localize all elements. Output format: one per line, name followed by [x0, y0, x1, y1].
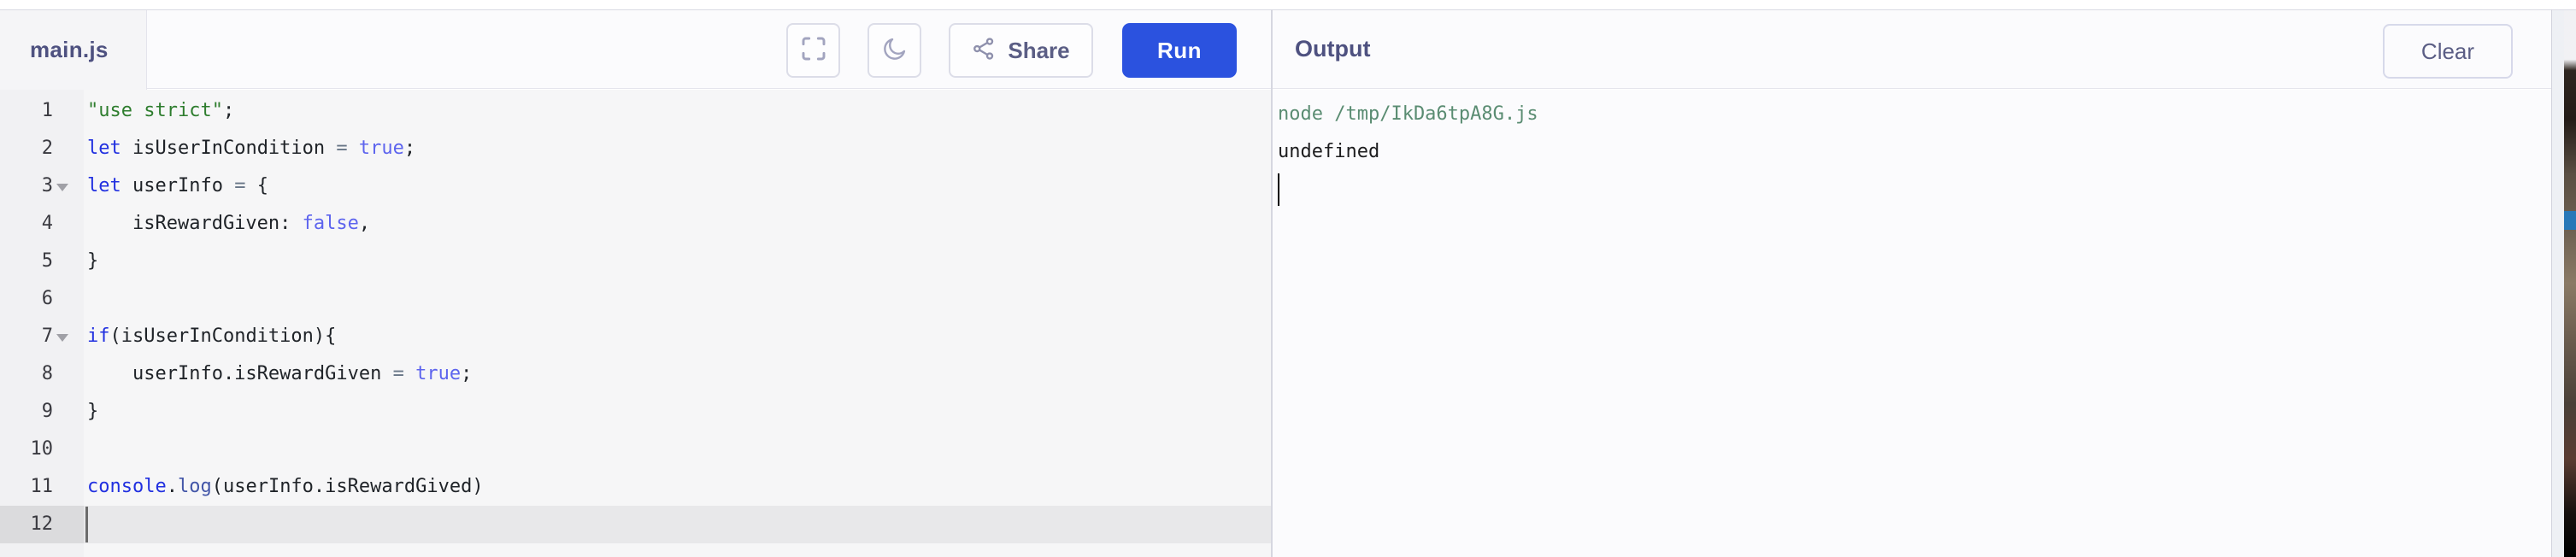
output-line-command: node /tmp/IkDa6tpA8G.js: [1278, 103, 1538, 125]
line-number[interactable]: 12: [0, 506, 84, 543]
dark-mode-moon-icon: [881, 35, 909, 67]
share-icon: [972, 36, 997, 66]
share-button-label: Share: [1008, 37, 1070, 63]
line-number[interactable]: 3: [41, 175, 53, 196]
code-line-2[interactable]: 2 let isUserInCondition = true;: [0, 130, 1271, 167]
right-edge-gutter: [2552, 10, 2564, 557]
line-number[interactable]: 10: [30, 438, 54, 460]
code-lines: 1 "use strict"; 2 let isUserInCondition = t…: [0, 92, 1271, 543]
fold-toggle-icon[interactable]: [56, 184, 68, 191]
console-cursor: [1278, 173, 1279, 206]
code-line-1[interactable]: 1 "use strict";: [0, 92, 1271, 130]
line-number[interactable]: 1: [41, 100, 53, 121]
output-panel-right-border: [2551, 9, 2552, 557]
code-line-8[interactable]: 8 userInfo.isRewardGiven = true;: [0, 355, 1271, 393]
line-number[interactable]: 9: [41, 401, 53, 422]
right-edge-artifact-strip: [2564, 10, 2576, 557]
output-line-cursor: [1278, 171, 2551, 208]
code-editor[interactable]: 1 "use strict"; 2 let isUserInCondition = t…: [0, 90, 1271, 557]
line-number[interactable]: 6: [41, 288, 53, 309]
code-line-10[interactable]: 10: [0, 431, 1271, 468]
share-button[interactable]: Share: [949, 23, 1093, 78]
fullscreen-button[interactable]: [786, 23, 840, 78]
right-edge-artifact-badge: [2564, 211, 2576, 230]
run-button[interactable]: Run: [1122, 23, 1237, 78]
code-text: }: [87, 401, 99, 422]
code-line-12[interactable]: 12: [0, 506, 1271, 543]
editor-gutter: [0, 90, 84, 557]
panel-divider[interactable]: [1271, 9, 1273, 557]
code-text: isRewardGiven: false,: [87, 213, 371, 234]
tab-main-js[interactable]: main.js: [0, 10, 147, 90]
line-number[interactable]: 7: [41, 325, 53, 347]
line-number[interactable]: 11: [30, 476, 54, 497]
editor-toolbar: Share Run: [147, 10, 1271, 89]
code-text: let isUserInCondition = true;: [87, 138, 416, 159]
output-line-result: undefined: [1278, 141, 1380, 162]
code-line-4[interactable]: 4 isRewardGiven: false,: [0, 205, 1271, 243]
code-text: let userInfo = {: [87, 175, 268, 196]
code-line-7[interactable]: 7 if(isUserInCondition){: [0, 318, 1271, 355]
line-number[interactable]: 2: [41, 138, 53, 159]
window-top-border: [0, 9, 2576, 10]
code-line-5[interactable]: 5}: [0, 243, 1271, 280]
code-text: "use strict";: [87, 100, 235, 121]
line-number[interactable]: 5: [41, 250, 53, 272]
clear-button-label: Clear: [2420, 38, 2475, 64]
text-cursor: [85, 507, 88, 542]
output-panel-title: Output: [1295, 36, 1371, 62]
code-text: }: [87, 250, 99, 272]
code-line-9[interactable]: 9}: [0, 393, 1271, 431]
run-button-label: Run: [1156, 37, 1203, 63]
code-line-11[interactable]: 11 console.log(userInfo.isRewardGived): [0, 468, 1271, 506]
fold-toggle-icon[interactable]: [56, 334, 68, 342]
tab-label: main.js: [30, 37, 109, 62]
fullscreen-icon: [800, 35, 827, 67]
dark-mode-button[interactable]: [867, 23, 921, 78]
output-header: Output Clear: [1273, 10, 2551, 89]
clear-button[interactable]: Clear: [2383, 24, 2513, 79]
output-console[interactable]: node /tmp/IkDa6tpA8G.js undefined: [1273, 90, 2551, 557]
line-number[interactable]: 4: [41, 213, 53, 234]
code-text: console.log(userInfo.isRewardGived): [87, 476, 484, 497]
code-line-3[interactable]: 3 let userInfo = {: [0, 167, 1271, 205]
code-line-6[interactable]: 6: [0, 280, 1271, 318]
line-number[interactable]: 8: [41, 363, 53, 384]
code-text: if(isUserInCondition){: [87, 325, 337, 347]
code-text: userInfo.isRewardGiven = true;: [87, 363, 473, 384]
